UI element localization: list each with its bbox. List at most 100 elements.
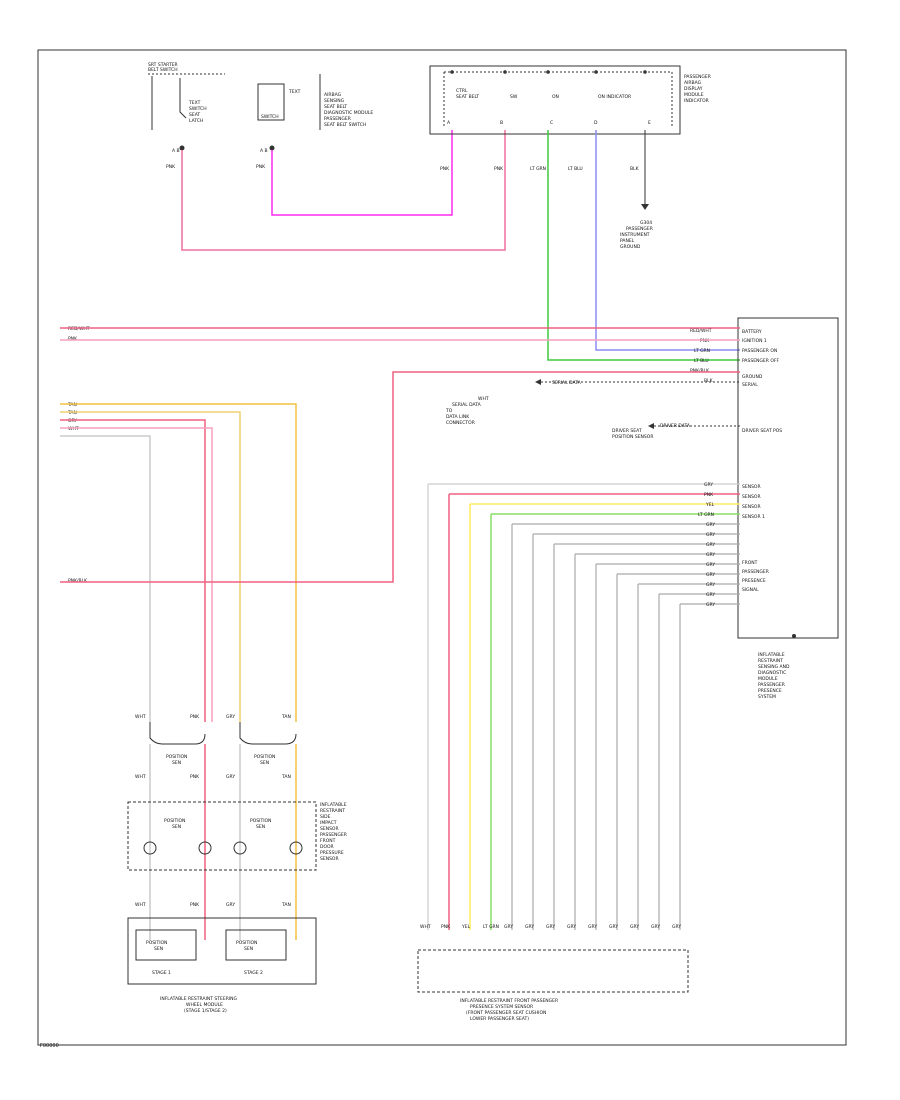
sensor-wires [427, 483, 740, 930]
rm-code-3: LT BLU [694, 358, 709, 364]
br-wire-0: WHT [420, 924, 431, 930]
bl-stage-1: STAGE 1 [152, 970, 171, 976]
tm-wire-1: PNK [494, 166, 504, 172]
tl-right-2: SEAT BELT [324, 104, 347, 110]
tm-title-2: DISPLAY [684, 86, 703, 92]
rm-code-4: PNK/BLK [690, 368, 710, 374]
br-wire-12: GRY [672, 924, 681, 930]
rm-sdata: SERIAL DATA [552, 380, 582, 386]
rm-code-2: LT GRN [694, 348, 710, 354]
bl-note-7: DOOR [320, 844, 334, 850]
tm-title-4: INDICATOR [684, 98, 709, 104]
rm-label-4: MODULE [758, 676, 778, 682]
tm-pin-text-3: ON [552, 94, 559, 100]
br-caption-2: (FRONT PASSENGER SEAT CUSHION [466, 1010, 546, 1016]
sw-text-0: TEXT [188, 100, 201, 106]
tm-pin-text-2: SW [510, 94, 518, 100]
wire-pnk-3 [60, 427, 213, 722]
sw-label-0: TEXT [288, 89, 301, 95]
bl-note-6: FRONT [320, 838, 336, 844]
rm-pin-2: PASSENGER ON [742, 348, 777, 354]
bl-mid-3: TAN [281, 774, 291, 780]
tm-pin-e: E [648, 120, 651, 126]
rm-mid-2: TO [445, 408, 453, 414]
rm-pin-16: PRESENCE [742, 578, 766, 584]
bl-mod-0: POSITION [164, 818, 185, 824]
tl-wire-0: PNK [166, 164, 176, 170]
rm-low-2: YEL [705, 502, 715, 508]
tm-wire-4: BLK [630, 166, 640, 172]
rm-code-1: PNK [700, 338, 710, 344]
br-wire-3: LT GRN [483, 924, 499, 930]
right-module: BATTERY IGNITION 1 PASSENGER ON PASSENGE… [737, 317, 839, 700]
rm-label-2: SENSING AND [758, 664, 790, 670]
tm-wire-3: LT BLU [568, 166, 583, 172]
bl-bot-2: GRY [226, 902, 235, 908]
rm-label-1: RESTRAINT [758, 658, 783, 664]
bl-mod-2: POSITION [250, 818, 271, 824]
wire-tan-2 [60, 411, 241, 722]
bl-low-3: SEN [244, 946, 253, 952]
br-wire-5: GRY [525, 924, 534, 930]
tm-wire-2: LT GRN [530, 166, 546, 172]
wire-magenta-left [271, 130, 453, 216]
rm-ds-0: DRIVER SEAT [612, 428, 642, 434]
rm-low-9: GRY [706, 572, 715, 578]
rm-low-0: GRY [704, 482, 713, 488]
tm-pin-text-4: ON INDICATOR [598, 94, 631, 100]
rm-pin-5: SERIAL [742, 382, 758, 388]
wire-lt-blu [595, 130, 740, 351]
wire-pnk-blk [60, 371, 740, 583]
rm-low-11: GRY [706, 592, 715, 598]
br-wire-6: GRY [546, 924, 555, 930]
gnd-0: G304 [640, 220, 652, 226]
rm-pin-8: DRIVER SEAT POS [742, 428, 782, 434]
bl-mod-3: SEN [256, 824, 265, 830]
rm-pin-14: FRONT [742, 560, 758, 566]
wire-wht [60, 435, 151, 722]
rm-pin-10: SENSOR [742, 494, 761, 500]
footer-code: F00000 [40, 1043, 59, 1049]
tm-title-1: AIRBAG [684, 80, 702, 86]
rm-low-5: GRY [706, 532, 715, 538]
li-top-0: RED/WHT [68, 326, 90, 332]
rm-low-3: LT GRN [698, 512, 714, 518]
wire-tan-1 [60, 403, 297, 722]
rm-pin-9: SENSOR [742, 484, 761, 490]
rm-code-5: BLK [704, 378, 714, 384]
gnd-2: INSTRUMENT [620, 232, 650, 238]
rm-label-7: SYSTEM [758, 694, 776, 700]
bl-note-0: INFLATABLE [320, 802, 347, 808]
bl-bot-3: TAN [281, 902, 291, 908]
tm-pin-d: D [594, 120, 598, 126]
sw-label-1: SWITCH [261, 114, 279, 120]
br-caption-0: INFLATABLE RESTRAINT FRONT PASSENGER [460, 998, 558, 1004]
rm-low-7: GRY [706, 552, 715, 558]
br-wire-8: GRY [588, 924, 597, 930]
li-top-1: PNK [68, 336, 78, 342]
tl-wire-1: PNK [256, 164, 266, 170]
gnd-1: PASSENGER [626, 226, 653, 232]
left-inputs: RED/WHT PNK TAN TAN GRY WHT PNK/BLK [67, 326, 90, 584]
rm-low-1: PNK [704, 492, 714, 498]
br-wire-1: PNK [441, 924, 451, 930]
rm-ds-1: POSITION SENSOR [612, 434, 653, 440]
bl-mid-0: WHT [135, 774, 146, 780]
li-mid-2: GRY [68, 418, 77, 424]
rm-wire-codes: RED/WHT PNK LT GRN LT BLU PNK/BLK BLK SE… [445, 328, 714, 440]
tl-right-5: SEAT BELT SWITCH [324, 122, 366, 128]
rm-low-12: GRY [706, 602, 715, 608]
bl-top-3: TAN [281, 714, 291, 720]
tl-right-3: DIAGNOSTIC MODULE [324, 110, 373, 116]
tm-pin-c: C [550, 120, 553, 126]
rm-pin-3: PASSENGER OFF [742, 358, 779, 364]
tm-pin-text-1: SEAT BELT [456, 94, 479, 100]
bl-bot-1: PNK [190, 902, 200, 908]
tl-right-0: AIRBAG [324, 92, 342, 98]
top-left-subtitle: BELT SWITCH [148, 67, 178, 73]
bl-note-5: PASSENGER [320, 832, 347, 838]
tl-conn-b: A B [260, 148, 268, 154]
wire-lt-grn [547, 130, 740, 361]
tm-pin-a: A [447, 120, 451, 126]
rm-pin-1: IGNITION 1 [742, 338, 767, 344]
